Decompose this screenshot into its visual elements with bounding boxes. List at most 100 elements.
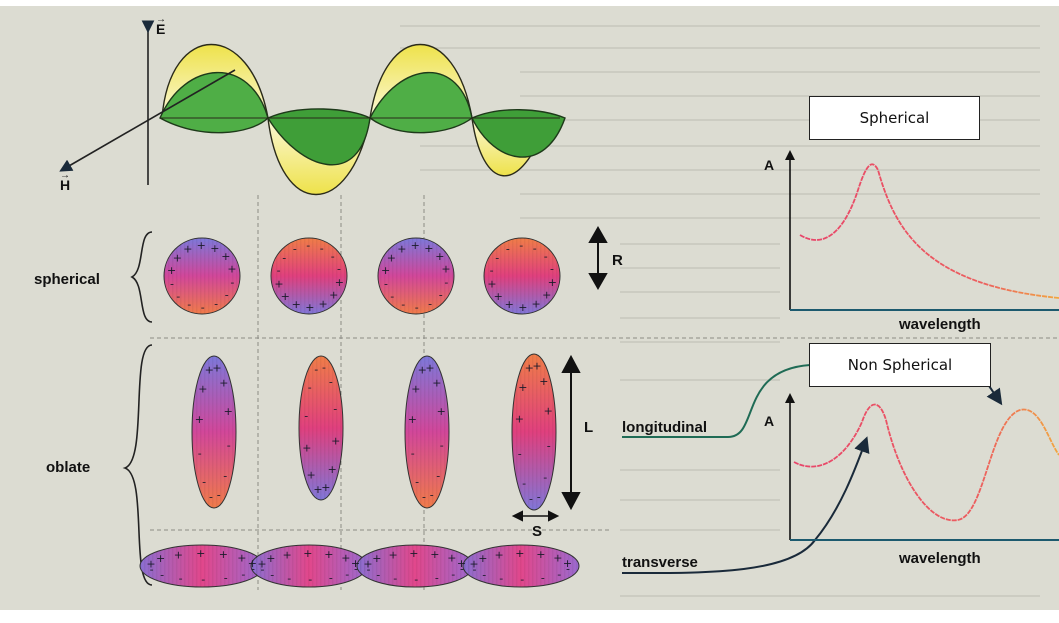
charge-mark: - (547, 440, 551, 453)
charge-mark: - (201, 301, 205, 314)
charge-mark: + (248, 557, 257, 570)
charge-mark: - (495, 251, 499, 264)
charge-mark: - (287, 572, 291, 585)
charge-mark: - (329, 572, 333, 585)
charge-mark: + (282, 548, 291, 561)
charge-mark: + (212, 361, 221, 374)
charge-mark: - (202, 476, 206, 489)
charge-mark: + (274, 278, 283, 291)
charge-mark: - (282, 251, 286, 264)
charge-mark: + (424, 242, 433, 255)
charge-mark: - (217, 489, 221, 502)
charge-mark: + (397, 242, 406, 255)
charge-mark: + (303, 547, 312, 560)
charge-mark: - (201, 573, 205, 586)
charge-mark: + (167, 264, 176, 277)
charge-mark: + (237, 552, 246, 565)
charge-mark: + (146, 557, 155, 570)
charge-mark: - (314, 363, 318, 376)
charge-mark: + (432, 377, 441, 390)
particle-texture (405, 356, 449, 508)
charge-mark: + (227, 262, 236, 275)
charge-mark: - (306, 239, 310, 252)
charge-mark: - (179, 572, 183, 585)
spherical-chart-xlabel: wavelength (898, 316, 981, 333)
charge-mark: + (328, 463, 337, 476)
charge-mark: + (351, 557, 360, 570)
charge-mark: - (529, 493, 533, 506)
charge-mark: - (401, 298, 405, 311)
charge-mark: - (499, 572, 503, 585)
charge-mark: + (313, 483, 322, 496)
charge-mark: + (387, 251, 396, 264)
charge-mark: + (224, 405, 233, 418)
charge-mark: - (490, 264, 494, 277)
charge-mark: - (320, 242, 324, 255)
charge-mark: + (478, 552, 487, 565)
charge-mark: + (548, 276, 557, 289)
charge-mark: + (156, 552, 165, 565)
charge-mark: - (544, 250, 548, 263)
charge-mark: + (531, 298, 540, 311)
charge-mark: - (304, 410, 308, 423)
oblate-row-label: oblate (46, 459, 90, 476)
spherical-chart-ylabel: A (764, 157, 774, 173)
charge-mark: - (518, 448, 522, 461)
charge-mark: - (170, 278, 174, 291)
charge-mark: - (519, 239, 523, 252)
charge-mark: - (329, 376, 333, 389)
charge-mark: - (333, 402, 337, 415)
charge-mark: - (331, 250, 335, 263)
charge-mark: - (506, 242, 510, 255)
charge-mark: - (422, 491, 426, 504)
charge-mark: + (221, 250, 230, 263)
charge-mark: - (543, 471, 547, 484)
charge-mark: + (195, 413, 204, 426)
charge-mark: + (335, 276, 344, 289)
charge-mark: - (241, 568, 245, 581)
charge-mark: + (173, 251, 182, 264)
charge-mark: - (209, 491, 213, 504)
charge-mark: - (223, 470, 227, 483)
charge-mark: - (198, 447, 202, 460)
charge-mark: + (563, 557, 572, 570)
charge-mark: + (266, 552, 275, 565)
charge-mark: + (411, 239, 420, 252)
nonspherical-chart-ylabel: A (764, 413, 774, 429)
charge-mark: + (341, 552, 350, 565)
charge-mark: + (302, 442, 311, 455)
charge-mark: - (322, 361, 326, 374)
charge-mark: - (439, 289, 443, 302)
charge-mark: - (520, 573, 524, 586)
charge-mark: - (384, 278, 388, 291)
charge-mark: + (305, 301, 314, 314)
charge-mark: - (277, 264, 281, 277)
charge-mark: - (187, 298, 191, 311)
charge-mark: + (494, 548, 503, 561)
e-vector-mark: → (156, 14, 166, 25)
charge-mark: - (451, 568, 455, 581)
charge-mark: - (160, 568, 164, 581)
charge-mark: - (414, 573, 418, 586)
charge-mark: - (225, 289, 229, 302)
charge-mark: - (444, 276, 448, 289)
nonspherical-box-label: Non Spherical (848, 356, 952, 374)
charge-mark: + (197, 239, 206, 252)
charge-mark: + (381, 264, 390, 277)
charge-mark: + (425, 361, 434, 374)
charge-mark: + (331, 434, 340, 447)
charge-mark: + (518, 301, 527, 314)
charge-mark: - (393, 572, 397, 585)
charge-mark: - (541, 572, 545, 585)
charge-mark: + (542, 289, 551, 302)
charge-mark: + (411, 382, 420, 395)
charge-mark: - (440, 439, 444, 452)
charge-mark: + (532, 359, 541, 372)
charge-mark: + (457, 557, 466, 570)
charge-mark: + (505, 298, 514, 311)
charge-mark: - (376, 568, 380, 581)
charge-mark: + (183, 242, 192, 255)
charge-mark: + (447, 552, 456, 565)
charge-mark: + (515, 413, 524, 426)
charge-mark: + (430, 548, 439, 561)
